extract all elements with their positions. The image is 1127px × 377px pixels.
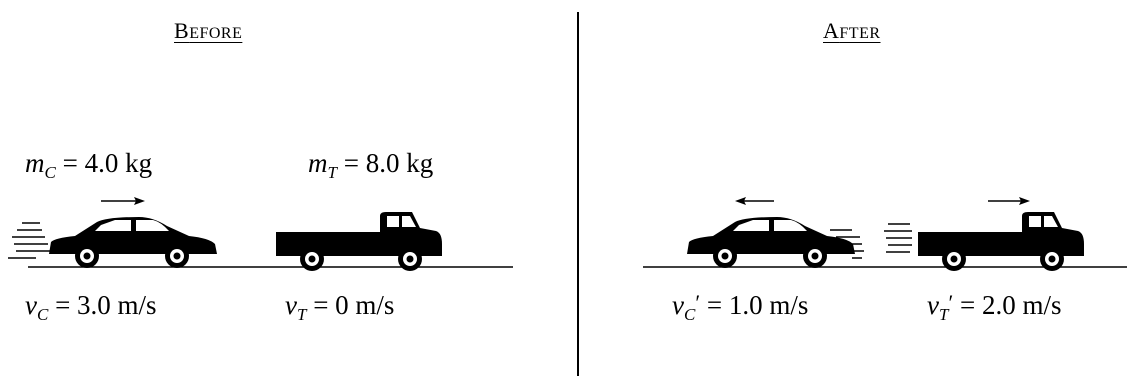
truck-velocity-after-label: vT′ = 2.0 m/s	[927, 290, 1062, 324]
motion-arrow-icon	[735, 197, 774, 205]
car-icon	[687, 217, 855, 268]
truck-mass-label: mT = 8.0 kg	[308, 148, 434, 182]
car-icon	[49, 217, 217, 268]
truck-velocity-before-label: vT = 0 m/s	[285, 290, 395, 324]
motion-arrow-icon	[988, 197, 1030, 205]
heading-after: AFTER	[823, 18, 881, 43]
speed-lines-icon	[830, 229, 864, 259]
car-velocity-after-label: vC′ = 1.0 m/s	[672, 290, 809, 324]
motion-arrow-icon	[101, 197, 145, 205]
speed-lines-icon	[884, 223, 912, 253]
speed-lines-icon	[8, 222, 50, 259]
pickup-truck-icon	[276, 212, 442, 271]
pickup-truck-icon	[918, 212, 1084, 271]
car-velocity-before-label: vC = 3.0 m/s	[25, 290, 157, 324]
car-mass-label: mC = 4.0 kg	[25, 148, 153, 182]
heading-before: BEFORE	[174, 18, 243, 43]
